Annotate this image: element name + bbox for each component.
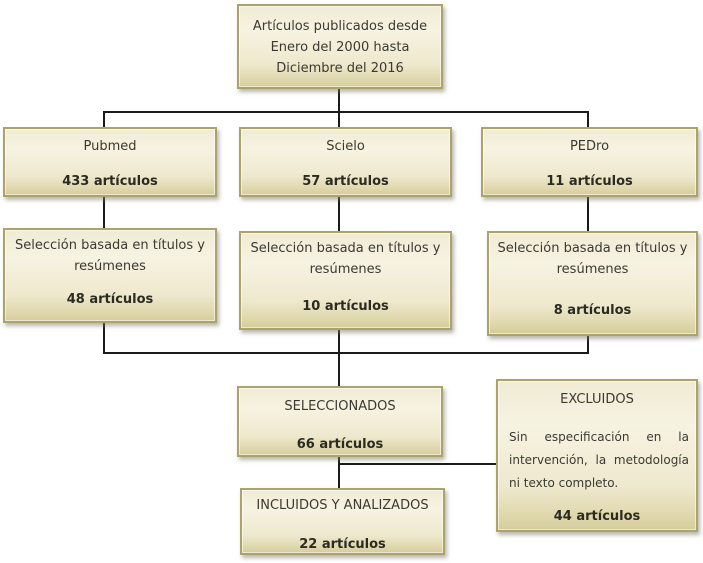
connector-screen2-selected xyxy=(338,328,340,388)
source-line-1: Artículos publicados desde xyxy=(252,19,428,34)
connector-stub-scielo xyxy=(338,111,340,128)
screening-pubmed-line-1: Selección basada en títulos y xyxy=(15,238,205,253)
excluded-box: EXCLUIDOS Sin especificación en la inter… xyxy=(496,379,698,532)
screening-pedro-line-1: Selección basada en títulos y xyxy=(497,241,688,256)
source-line-3: Diciembre del 2016 xyxy=(276,61,404,76)
screening-scielo-line-2: resúmenes xyxy=(309,262,382,277)
screening-scielo-count: 10 artículos xyxy=(302,299,389,314)
connector-pubmed-screen xyxy=(103,196,105,230)
connector-pedro-screen xyxy=(587,196,589,233)
pedro-name: PEDro xyxy=(569,139,610,154)
pubmed-count: 433 artículos xyxy=(62,174,158,189)
connector-merge-horizontal xyxy=(103,352,589,354)
connector-stub-pedro xyxy=(587,111,589,128)
screening-pubmed-box: Selección basada en títulos y resúmenes … xyxy=(3,228,217,323)
pedro-count: 11 artículos xyxy=(546,174,633,189)
screening-scielo-line-1: Selección basada en títulos y xyxy=(250,241,441,256)
screening-pedro-count: 8 artículos xyxy=(553,303,632,318)
excluded-reason-line-3: ni texto completo. xyxy=(509,476,619,490)
scielo-box: Scielo 57 artículos xyxy=(239,127,452,197)
included-count: 22 artículos xyxy=(299,537,386,552)
source-line-2: Enero del 2000 hasta xyxy=(270,40,410,55)
scielo-name: Scielo xyxy=(326,139,365,154)
screening-scielo-box: Selección basada en títulos y resúmenes … xyxy=(239,231,452,330)
connector-selected-included xyxy=(338,455,340,490)
selected-title: SELECCIONADOS xyxy=(284,399,396,414)
screening-pubmed-count: 48 artículos xyxy=(66,292,154,307)
excluded-count: 44 artículos xyxy=(553,509,641,524)
screening-pubmed-line-2: resúmenes xyxy=(74,259,146,274)
connector-stub-pubmed xyxy=(103,111,105,128)
connector-screen1-down xyxy=(103,321,105,354)
pubmed-name: Pubmed xyxy=(83,139,137,154)
scielo-count: 57 artículos xyxy=(302,174,389,189)
connector-screen3-down xyxy=(587,334,589,354)
pedro-box: PEDro 11 artículos xyxy=(481,127,698,197)
connector-source-down xyxy=(338,89,340,113)
excluded-reason-line-2: intervención, la metodología xyxy=(509,453,689,467)
selected-box: SELECCIONADOS 66 artículos xyxy=(237,386,443,457)
included-box: INCLUIDOS Y ANALIZADOS 22 artículos xyxy=(240,488,445,555)
excluded-reason: Sin especificación en la intervención, l… xyxy=(509,426,689,495)
connector-scielo-screen xyxy=(338,196,340,233)
screening-pedro-box: Selección basada en títulos y resúmenes … xyxy=(487,231,698,336)
excluded-title: EXCLUIDOS xyxy=(560,392,634,407)
source-box: Artículos publicados desde Enero del 200… xyxy=(237,4,443,89)
included-title: INCLUIDOS Y ANALIZADOS xyxy=(256,498,429,513)
screening-pedro-line-2: resúmenes xyxy=(556,262,629,277)
pubmed-box: Pubmed 433 artículos xyxy=(3,127,217,197)
selected-count: 66 artículos xyxy=(296,437,384,452)
connector-top-horizontal xyxy=(103,111,589,113)
connector-excluded-branch xyxy=(338,463,498,465)
excluded-reason-line-1: Sin especificación en la xyxy=(509,430,689,444)
